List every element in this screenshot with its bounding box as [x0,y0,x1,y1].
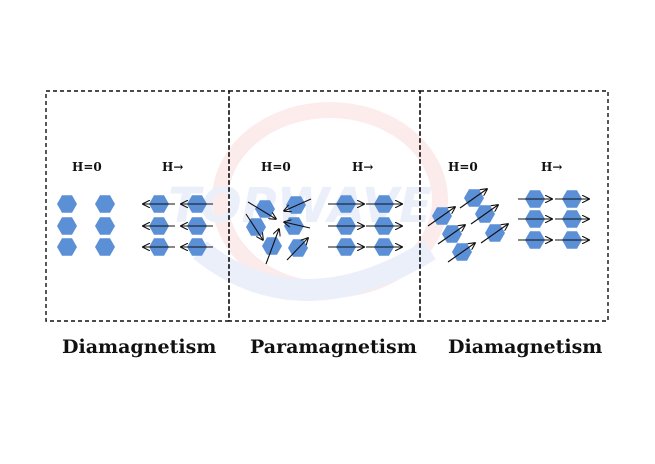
panel-2-moment-arrow [265,229,279,265]
panel-1-border [45,90,230,322]
panel-1-zero-field-hexagon [95,238,115,256]
panel-1-zero-field-hexagon [95,195,115,213]
panel-2-zero-field-label: H=0 [261,160,291,174]
panel-2-moment-arrow [247,201,276,219]
panel-2-moment-arrow [284,198,312,211]
panel-1-caption: Diamagnetism [62,336,217,358]
panel-2-moment-arrow [284,222,311,229]
panel-1-zero-field-hexagon [95,217,115,235]
watermark: TOPWAVE [168,102,448,301]
watermark-swoosh-red [212,102,448,298]
panel-2-zero-field-hexagon [262,237,282,255]
panel-2-applied-field-label: H→ [352,160,373,174]
panel-2-caption: Paramagnetism [250,336,417,358]
panel-3-moment-arrow [480,224,508,244]
panel-3-zero-field-label: H=0 [448,160,478,174]
panel-1-zero-field-hexagon [57,238,77,256]
panel-3-moment-arrow [427,207,455,227]
panel-2-moment-arrow [245,213,263,240]
arrow-layer [143,189,589,265]
panel-3-border [419,90,609,322]
panel-1-zero-field-hexagon [57,217,77,235]
panel-3-applied-field-label: H→ [541,160,562,174]
panel-3-moment-arrow [447,243,475,263]
watermark-swoosh-blue [193,240,436,301]
panel-3-caption: Diamagnetism [448,336,603,358]
panel-1-applied-field-label: H→ [162,160,183,174]
panel-3-moment-arrow [470,205,498,225]
panel-3-moment-arrow [459,189,487,209]
panel-1-zero-field-hexagon [57,195,77,213]
panel-3-moment-arrow [437,225,465,245]
panel-1-zero-field-label: H=0 [72,160,102,174]
panel-2-moment-arrow [286,238,308,261]
